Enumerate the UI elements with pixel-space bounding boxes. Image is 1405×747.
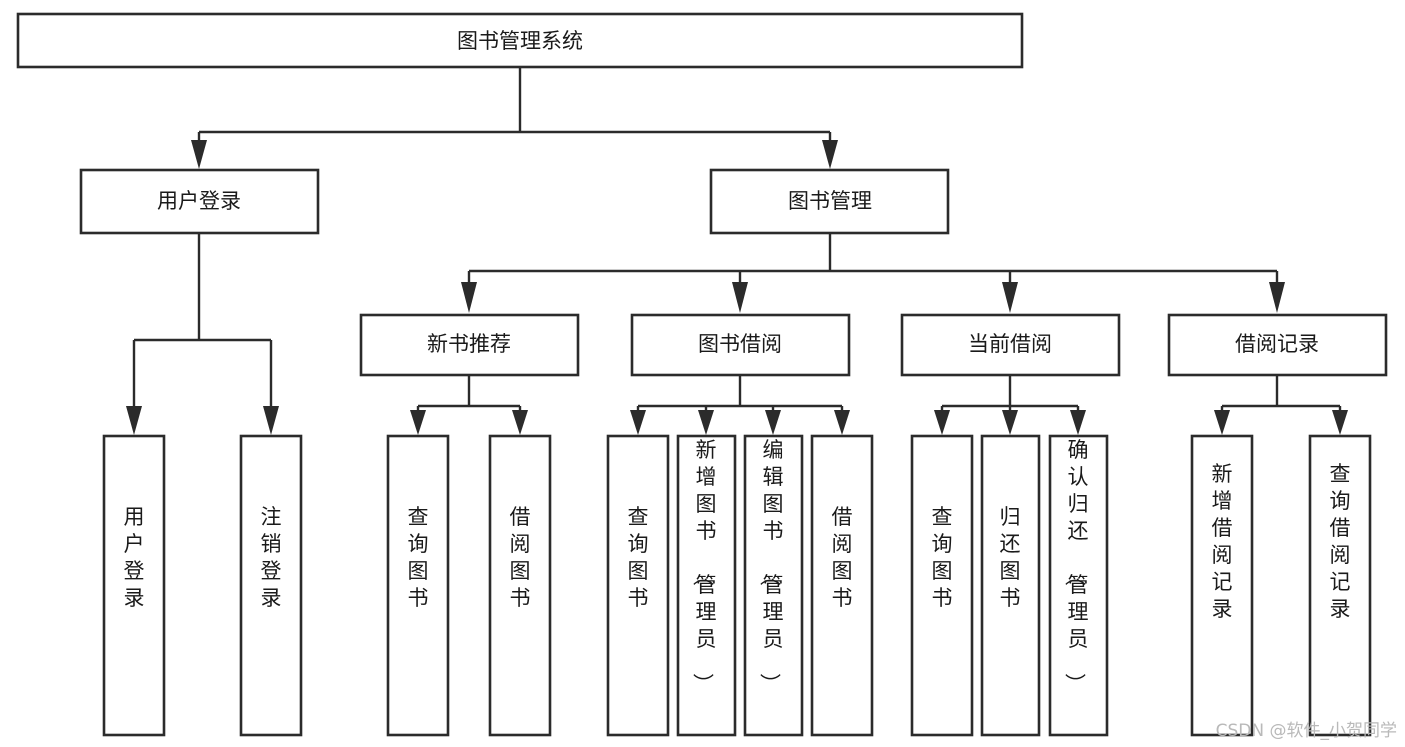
node-leaf-borrow-book-2-label: 借阅图书 (832, 505, 853, 610)
arrow-to-leaf-query-record (1332, 410, 1348, 435)
arrow-to-book-borrow (732, 282, 748, 313)
arrow-to-book-manage (822, 140, 838, 169)
node-user-login-label: 用户登录 (157, 189, 241, 213)
csdn-watermark: CSDN @软件_小贺同学 (1215, 721, 1397, 741)
node-borrow-record-box[interactable] (1167, 313, 1388, 377)
node-root-box[interactable] (16, 12, 1024, 69)
node-leaf-query-book-1-label: 查询图书 (408, 505, 429, 610)
arrow-to-leaf-user-logout (263, 406, 279, 435)
edges-group (126, 68, 1348, 435)
node-current-borrow[interactable]: 当前借阅 (900, 313, 1121, 377)
node-leaf-add-record-label: 新增借阅记录 (1212, 462, 1233, 621)
node-user-login[interactable]: 用户登录 (79, 168, 320, 235)
node-leaf-query-book-1-box[interactable] (386, 434, 450, 737)
node-leaf-borrow-book-1[interactable]: 借阅图书 (488, 434, 552, 737)
node-user-login-box[interactable] (79, 168, 320, 235)
arrow-to-leaf-query-book-3 (934, 410, 950, 435)
node-root-label: 图书管理系统 (457, 29, 583, 53)
node-leaf-query-book-2-label: 查询图书 (628, 505, 649, 610)
arrow-to-leaf-query-book-2 (630, 410, 646, 435)
node-leaf-confirm-return-label: 确认归还（管理员） (1063, 438, 1089, 694)
arrow-to-leaf-user-login (126, 406, 142, 435)
node-new-book-rec[interactable]: 新书推荐 (359, 313, 580, 377)
node-book-manage[interactable]: 图书管理 (709, 168, 950, 235)
node-leaf-query-book-1[interactable]: 查询图书 (386, 434, 450, 737)
node-leaf-query-book-2-box[interactable] (606, 434, 670, 737)
arrow-to-leaf-edit-book (765, 410, 781, 435)
node-leaf-add-record-box[interactable] (1190, 434, 1254, 737)
node-leaf-user-login-label: 用户登录 (124, 505, 145, 610)
node-current-borrow-label: 当前借阅 (968, 332, 1052, 356)
node-leaf-user-logout-box[interactable] (239, 434, 303, 737)
node-leaf-borrow-book-2[interactable]: 借阅图书 (810, 434, 874, 737)
node-leaf-query-book-3[interactable]: 查询图书 (910, 434, 974, 737)
node-book-manage-box[interactable] (709, 168, 950, 235)
arrow-to-current-borrow (1002, 282, 1018, 313)
node-leaf-query-book-2[interactable]: 查询图书 (606, 434, 670, 737)
node-book-borrow-box[interactable] (630, 313, 851, 377)
arrow-to-user-login (191, 140, 207, 169)
node-current-borrow-box[interactable] (900, 313, 1121, 377)
node-root[interactable]: 图书管理系统 (16, 12, 1024, 69)
node-leaf-edit-book-label: 编辑图书（管理员） (758, 438, 784, 694)
node-leaf-edit-book[interactable]: 编辑图书（管理员） (743, 434, 804, 737)
node-leaf-user-logout[interactable]: 注销登录 (239, 434, 303, 737)
arrow-to-leaf-query-book-1 (410, 410, 426, 435)
node-leaf-user-login-box[interactable] (102, 434, 166, 737)
node-book-manage-label: 图书管理 (788, 189, 872, 213)
node-leaf-return-book-label: 归还图书 (1000, 505, 1021, 610)
node-leaf-return-book[interactable]: 归还图书 (980, 434, 1041, 737)
node-leaf-user-login[interactable]: 用户登录 (102, 434, 166, 737)
node-leaf-query-book-3-box[interactable] (910, 434, 974, 737)
node-leaf-add-record[interactable]: 新增借阅记录 (1190, 434, 1254, 737)
node-leaf-return-book-box[interactable] (980, 434, 1041, 737)
node-leaf-add-book[interactable]: 新增图书（管理员） (676, 434, 737, 737)
node-leaf-query-record[interactable]: 查询借阅记录 (1308, 434, 1372, 737)
node-book-borrow-label: 图书借阅 (698, 332, 782, 356)
arrow-to-leaf-return-book (1002, 410, 1018, 435)
node-new-book-rec-box[interactable] (359, 313, 580, 377)
node-leaf-add-book-label: 新增图书（管理员） (691, 438, 717, 694)
arrow-to-new-book-rec (461, 282, 477, 313)
node-leaf-confirm-return[interactable]: 确认归还（管理员） (1048, 434, 1109, 737)
node-leaf-confirm-return-box[interactable] (1048, 434, 1109, 737)
arrow-to-leaf-confirm-return (1070, 410, 1086, 435)
node-leaf-query-book-3-label: 查询图书 (932, 505, 953, 610)
node-leaf-borrow-book-1-label: 借阅图书 (510, 505, 531, 610)
arrow-to-leaf-add-book (698, 410, 714, 435)
arrow-to-leaf-borrow-book-1 (512, 410, 528, 435)
arrow-to-leaf-add-record (1214, 410, 1230, 435)
node-leaf-borrow-book-1-box[interactable] (488, 434, 552, 737)
node-leaf-query-record-label: 查询借阅记录 (1330, 462, 1351, 621)
node-leaf-query-record-box[interactable] (1308, 434, 1372, 737)
node-leaf-borrow-book-2-box[interactable] (810, 434, 874, 737)
arrow-to-borrow-record (1269, 282, 1285, 313)
node-leaf-user-logout-label: 注销登录 (261, 505, 282, 610)
node-borrow-record[interactable]: 借阅记录 (1167, 313, 1388, 377)
node-borrow-record-label: 借阅记录 (1235, 332, 1319, 356)
node-leaf-edit-book-box[interactable] (743, 434, 804, 737)
node-new-book-rec-label: 新书推荐 (427, 332, 511, 356)
node-leaf-add-book-box[interactable] (676, 434, 737, 737)
node-book-borrow[interactable]: 图书借阅 (630, 313, 851, 377)
arrow-to-leaf-borrow-book-2 (834, 410, 850, 435)
